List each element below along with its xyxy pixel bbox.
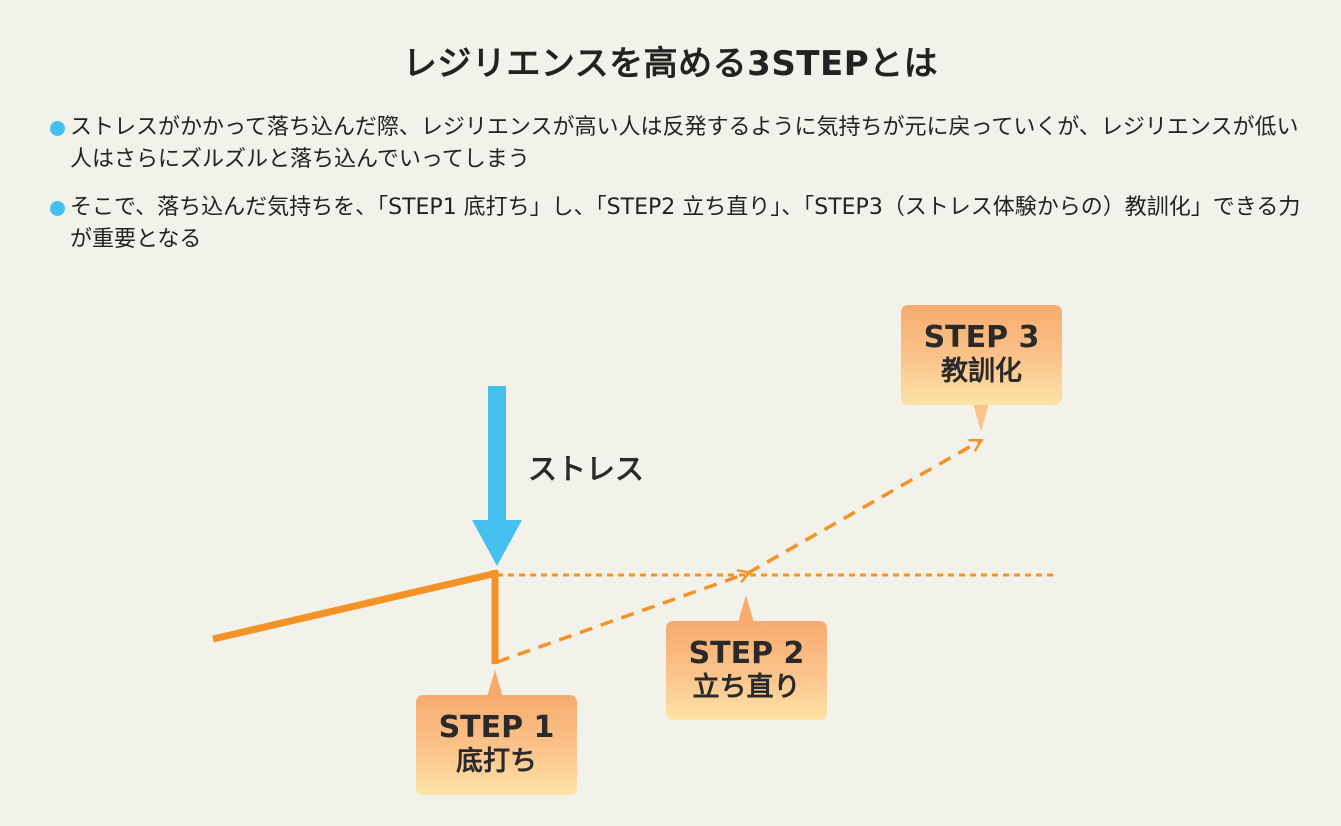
recovery-dashed-line — [496, 568, 752, 664]
bullet-list: ストレスがかかって落ち込んだ際、レジリエンスが高い人は反発するように気持ちが元に… — [48, 112, 1308, 272]
step2-pointer — [738, 595, 754, 623]
baseline-rise-line — [212, 569, 498, 643]
step1-box: STEP 1 底打ち — [416, 695, 577, 795]
step2-box: STEP 2 立ち直り — [666, 621, 827, 720]
bullet-dot-icon — [50, 201, 65, 216]
step2-desc: 立ち直り — [692, 672, 801, 703]
step1-desc: 底打ち — [456, 746, 537, 777]
bullet-item: そこで、落ち込んだ気持ちを、「STEP1 底打ち」し、「STEP2 立ち直り」、… — [48, 192, 1308, 256]
stress-label: ストレス — [528, 452, 645, 486]
step3-desc: 教訓化 — [941, 356, 1022, 387]
step3-name: STEP 3 — [923, 320, 1040, 355]
bullet-text: ストレスがかかって落ち込んだ際、レジリエンスが高い人は反発するように気持ちが元に… — [70, 115, 1299, 172]
bullet-text: そこで、落ち込んだ気持ちを、「STEP1 底打ち」し、「STEP2 立ち直り」、… — [70, 195, 1301, 252]
page-title: レジリエンスを高める3STEPとは — [402, 44, 939, 84]
step2-name: STEP 2 — [688, 636, 805, 671]
step1-name: STEP 1 — [438, 710, 555, 745]
bullet-item: ストレスがかかって落ち込んだ際、レジリエンスが高い人は反発するように気持ちが元に… — [48, 112, 1308, 176]
bullet-dot-icon — [50, 121, 65, 136]
growth-dashed-line — [747, 438, 984, 575]
stress-arrow-shaft — [488, 386, 506, 522]
step3-pointer — [973, 403, 989, 432]
step1-pointer — [487, 670, 503, 697]
stress-arrow-head — [472, 520, 522, 566]
step3-box: STEP 3 教訓化 — [901, 305, 1062, 405]
